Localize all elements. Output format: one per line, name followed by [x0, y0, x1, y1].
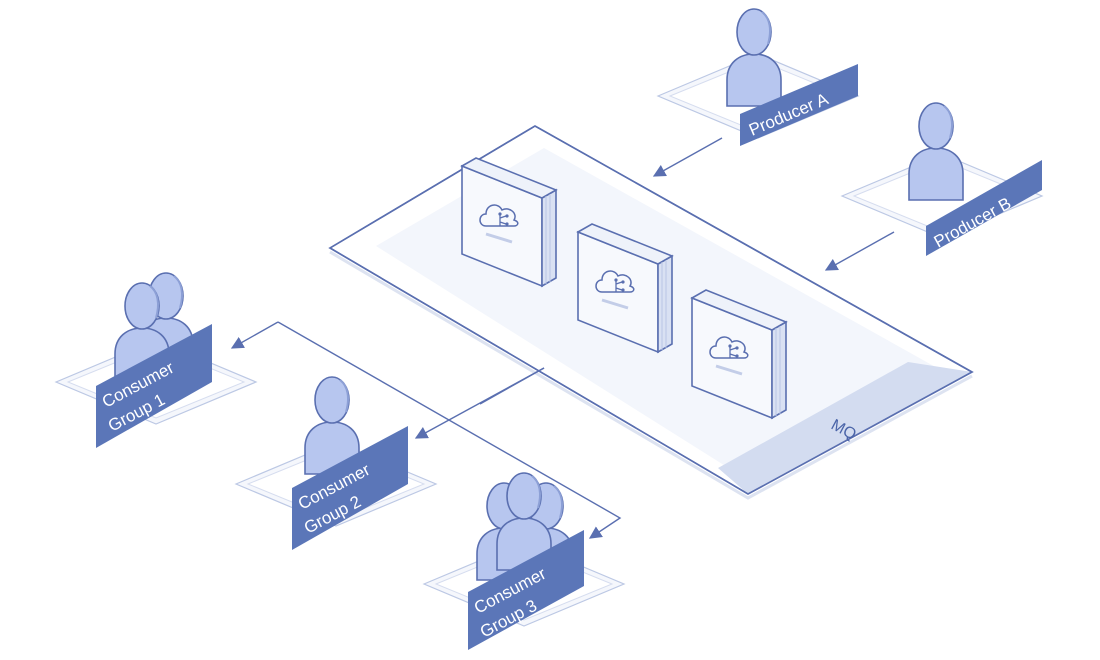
edge-mq-route [277, 321, 622, 539]
producer-a: Producer A [657, 8, 859, 146]
consumer-group-1: Consumer Group 1 [55, 272, 257, 448]
connectors [230, 137, 895, 539]
consumer-group-2: Consumer Group 2 [235, 376, 437, 550]
edge-producer-a-to-mq [652, 137, 723, 177]
edge-producer-b-to-mq [824, 231, 895, 271]
consumer-group-3: Consumer Group 3 [423, 472, 625, 650]
producer-b: Producer B [841, 102, 1043, 256]
edge-mq-to-consumer-group-2 [479, 367, 545, 405]
edge-route-to-consumer-group-1 [230, 321, 279, 349]
